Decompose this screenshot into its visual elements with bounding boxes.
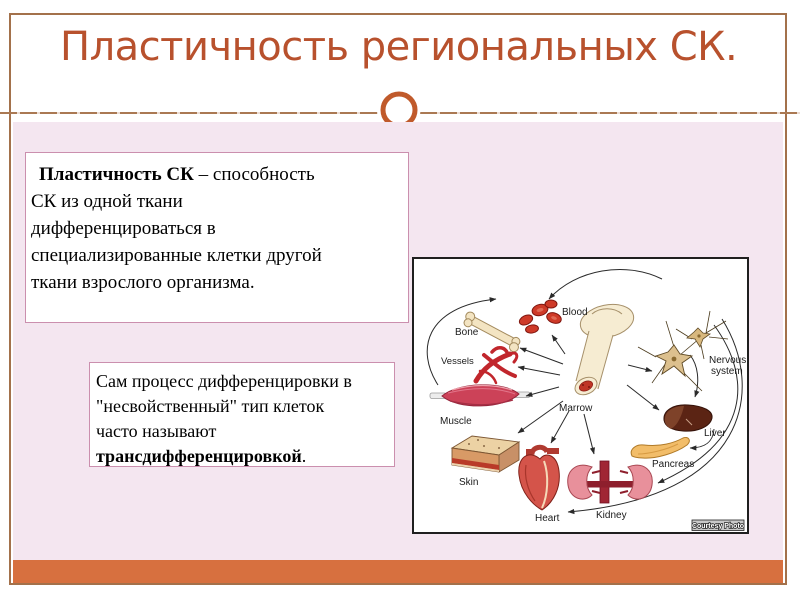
arrow-to-kidney xyxy=(583,413,596,455)
definition-line5: ткани взрослого организма. xyxy=(31,272,255,293)
note-line2: "несвойственный" тип клеток xyxy=(96,396,325,416)
arc-left-to-blood xyxy=(426,297,497,386)
definition-text: Пластичность СК – способность СК из одно… xyxy=(31,161,404,296)
credit-label: Courtesy Photo xyxy=(692,523,744,530)
arrow-to-bone xyxy=(519,347,564,365)
nervous-system-label-line1: Nervous xyxy=(709,355,746,366)
curved-arrows xyxy=(426,269,743,515)
vessels-label: Vessels xyxy=(441,356,474,367)
marrow-label: Marrow xyxy=(559,403,593,414)
kidney-illustration xyxy=(567,460,653,504)
kidney-label: Kidney xyxy=(596,510,627,521)
arrow-to-muscle xyxy=(525,386,560,397)
nervous-system-illustration xyxy=(637,310,729,392)
vessels-illustration xyxy=(473,346,519,385)
arrow-to-skin xyxy=(517,400,564,434)
skin-label: Skin xyxy=(459,477,478,488)
footer-bar xyxy=(13,560,783,583)
definition-line1: – способность xyxy=(193,164,315,185)
credit-badge: Courtesy Photo xyxy=(691,519,745,531)
bone-label: Bone xyxy=(455,327,479,338)
stem-cell-plasticity-diagram: Blood Bone Vessels Muscle Skin Heart Kid… xyxy=(412,257,749,534)
blood-label: Blood xyxy=(562,307,588,318)
muscle-label: Muscle xyxy=(440,416,472,427)
note-text: Сам процесс дифференцировки в "несвойств… xyxy=(96,369,390,469)
heart-label: Heart xyxy=(535,513,560,524)
arc-liver-to-pancreas xyxy=(689,428,715,451)
nervous-system-label-line2: system xyxy=(711,366,743,377)
definition-textbox: Пластичность СК – способность СК из одно… xyxy=(25,152,409,323)
liver-label: Liver xyxy=(704,428,726,439)
arc-to-kidney xyxy=(657,324,739,484)
note-term: трансдифференцировкой xyxy=(96,446,302,466)
bone-illustration xyxy=(463,311,521,353)
note-period: . xyxy=(301,446,307,466)
note-line1: Сам процесс дифференцировки в xyxy=(96,371,352,391)
definition-line2: СК из одной ткани xyxy=(31,191,183,212)
skin-illustration xyxy=(450,435,521,473)
note-textbox: Сам процесс дифференцировки в "несвойств… xyxy=(89,362,395,467)
definition-term: Пластичность СК xyxy=(39,164,194,185)
arrow-to-liver xyxy=(626,384,660,411)
definition-line3: дифференцироваться в xyxy=(31,218,216,239)
note-line3: часто называют xyxy=(96,421,217,441)
arc-to-heart xyxy=(567,318,743,515)
muscle-illustration xyxy=(429,384,531,407)
arrow-to-heart xyxy=(550,410,570,444)
marrow-bone-illustration xyxy=(574,303,635,396)
liver-illustration xyxy=(663,404,713,432)
pancreas-label: Pancreas xyxy=(652,459,694,470)
heart-illustration xyxy=(518,444,560,511)
arrow-to-nervous xyxy=(627,364,653,373)
slide-title: Пластичность региональных СК. xyxy=(60,24,738,70)
blood-illustration xyxy=(518,299,562,334)
arrow-to-vessels xyxy=(517,365,561,376)
definition-line4: специализированные клетки другой xyxy=(31,245,322,266)
arrow-to-blood xyxy=(551,334,566,355)
slide-frame-border xyxy=(9,13,787,585)
differentiation-arrows xyxy=(517,334,660,455)
pancreas-illustration xyxy=(630,437,690,459)
arc-nervous-to-liver xyxy=(689,354,700,398)
arc-to-blood xyxy=(548,269,663,300)
diagram-canvas: Blood Bone Vessels Muscle Skin Heart Kid… xyxy=(426,269,746,531)
